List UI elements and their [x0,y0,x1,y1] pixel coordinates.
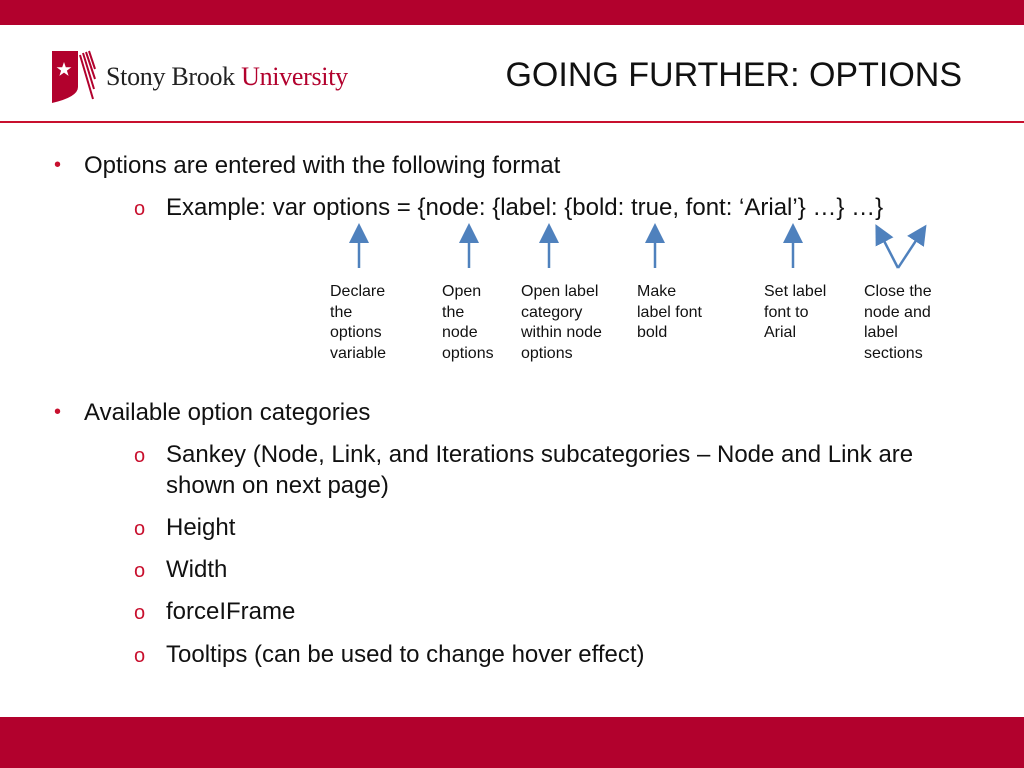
top-red-bar [0,0,1024,25]
example-code-text: Example: var options = {node: {label: {b… [166,194,884,221]
sub-bullet-example: o Example: var options = {node: {label: … [134,192,884,223]
list-item-forceiframe: o forceIFrame [134,596,296,627]
arrow-close-left [875,224,900,269]
annotation-declare: Declare the options variable [330,283,387,362]
bullet-marker: • [54,154,62,176]
slide-title: GOING FURTHER: OPTIONS [505,56,962,94]
sub-bullet-marker: o [134,560,146,582]
list-item-text: Sankey (Node, Link, and Iterations subca… [166,441,914,499]
annotation-open-node: Open the node options [442,283,494,362]
logo-wordmark: Stony Brook University [106,62,348,92]
annotation-open-label: Open label category within node options [521,283,602,362]
sub-bullet-marker: o [134,518,146,540]
sub-bullet-marker: o [134,602,146,624]
logo-word-university: University [241,62,348,91]
bullet-options-format: • Options are entered with the following… [54,150,561,181]
sub-bullet-marker: o [134,198,146,220]
header-divider [0,121,1024,123]
list-item-height: o Height [134,512,236,543]
list-item-tooltips: o Tooltips (can be used to change hover … [134,639,645,670]
sub-bullet-marker: o [134,645,146,667]
annotation-bold: Make label font bold [637,283,702,341]
shield-logo-icon [52,50,96,103]
arrow-close-right [896,224,927,269]
list-item-text: Tooltips (can be used to change hover ef… [166,641,645,668]
bullet-text: Options are entered with the following f… [84,152,561,179]
annotation-font: Set label font to Arial [764,283,827,341]
list-item-text: Height [166,514,236,541]
list-item-text: forceIFrame [166,598,296,625]
bullet-marker: • [54,401,62,423]
list-item-text: Width [166,556,228,583]
list-item-width: o Width [134,554,228,585]
list-item-sankey: o Sankey (Node, Link, and Iterations sub… [134,439,976,501]
bullet-categories: • Available option categories [54,397,371,428]
annotation-close: Close the node and label sections [864,283,932,362]
university-logo: Stony Brook University [50,49,348,105]
logo-word-stony-brook: Stony Brook [106,62,235,91]
sub-bullet-marker: o [134,445,146,467]
bullet-text: Available option categories [84,399,371,426]
bottom-red-bar [0,717,1024,768]
